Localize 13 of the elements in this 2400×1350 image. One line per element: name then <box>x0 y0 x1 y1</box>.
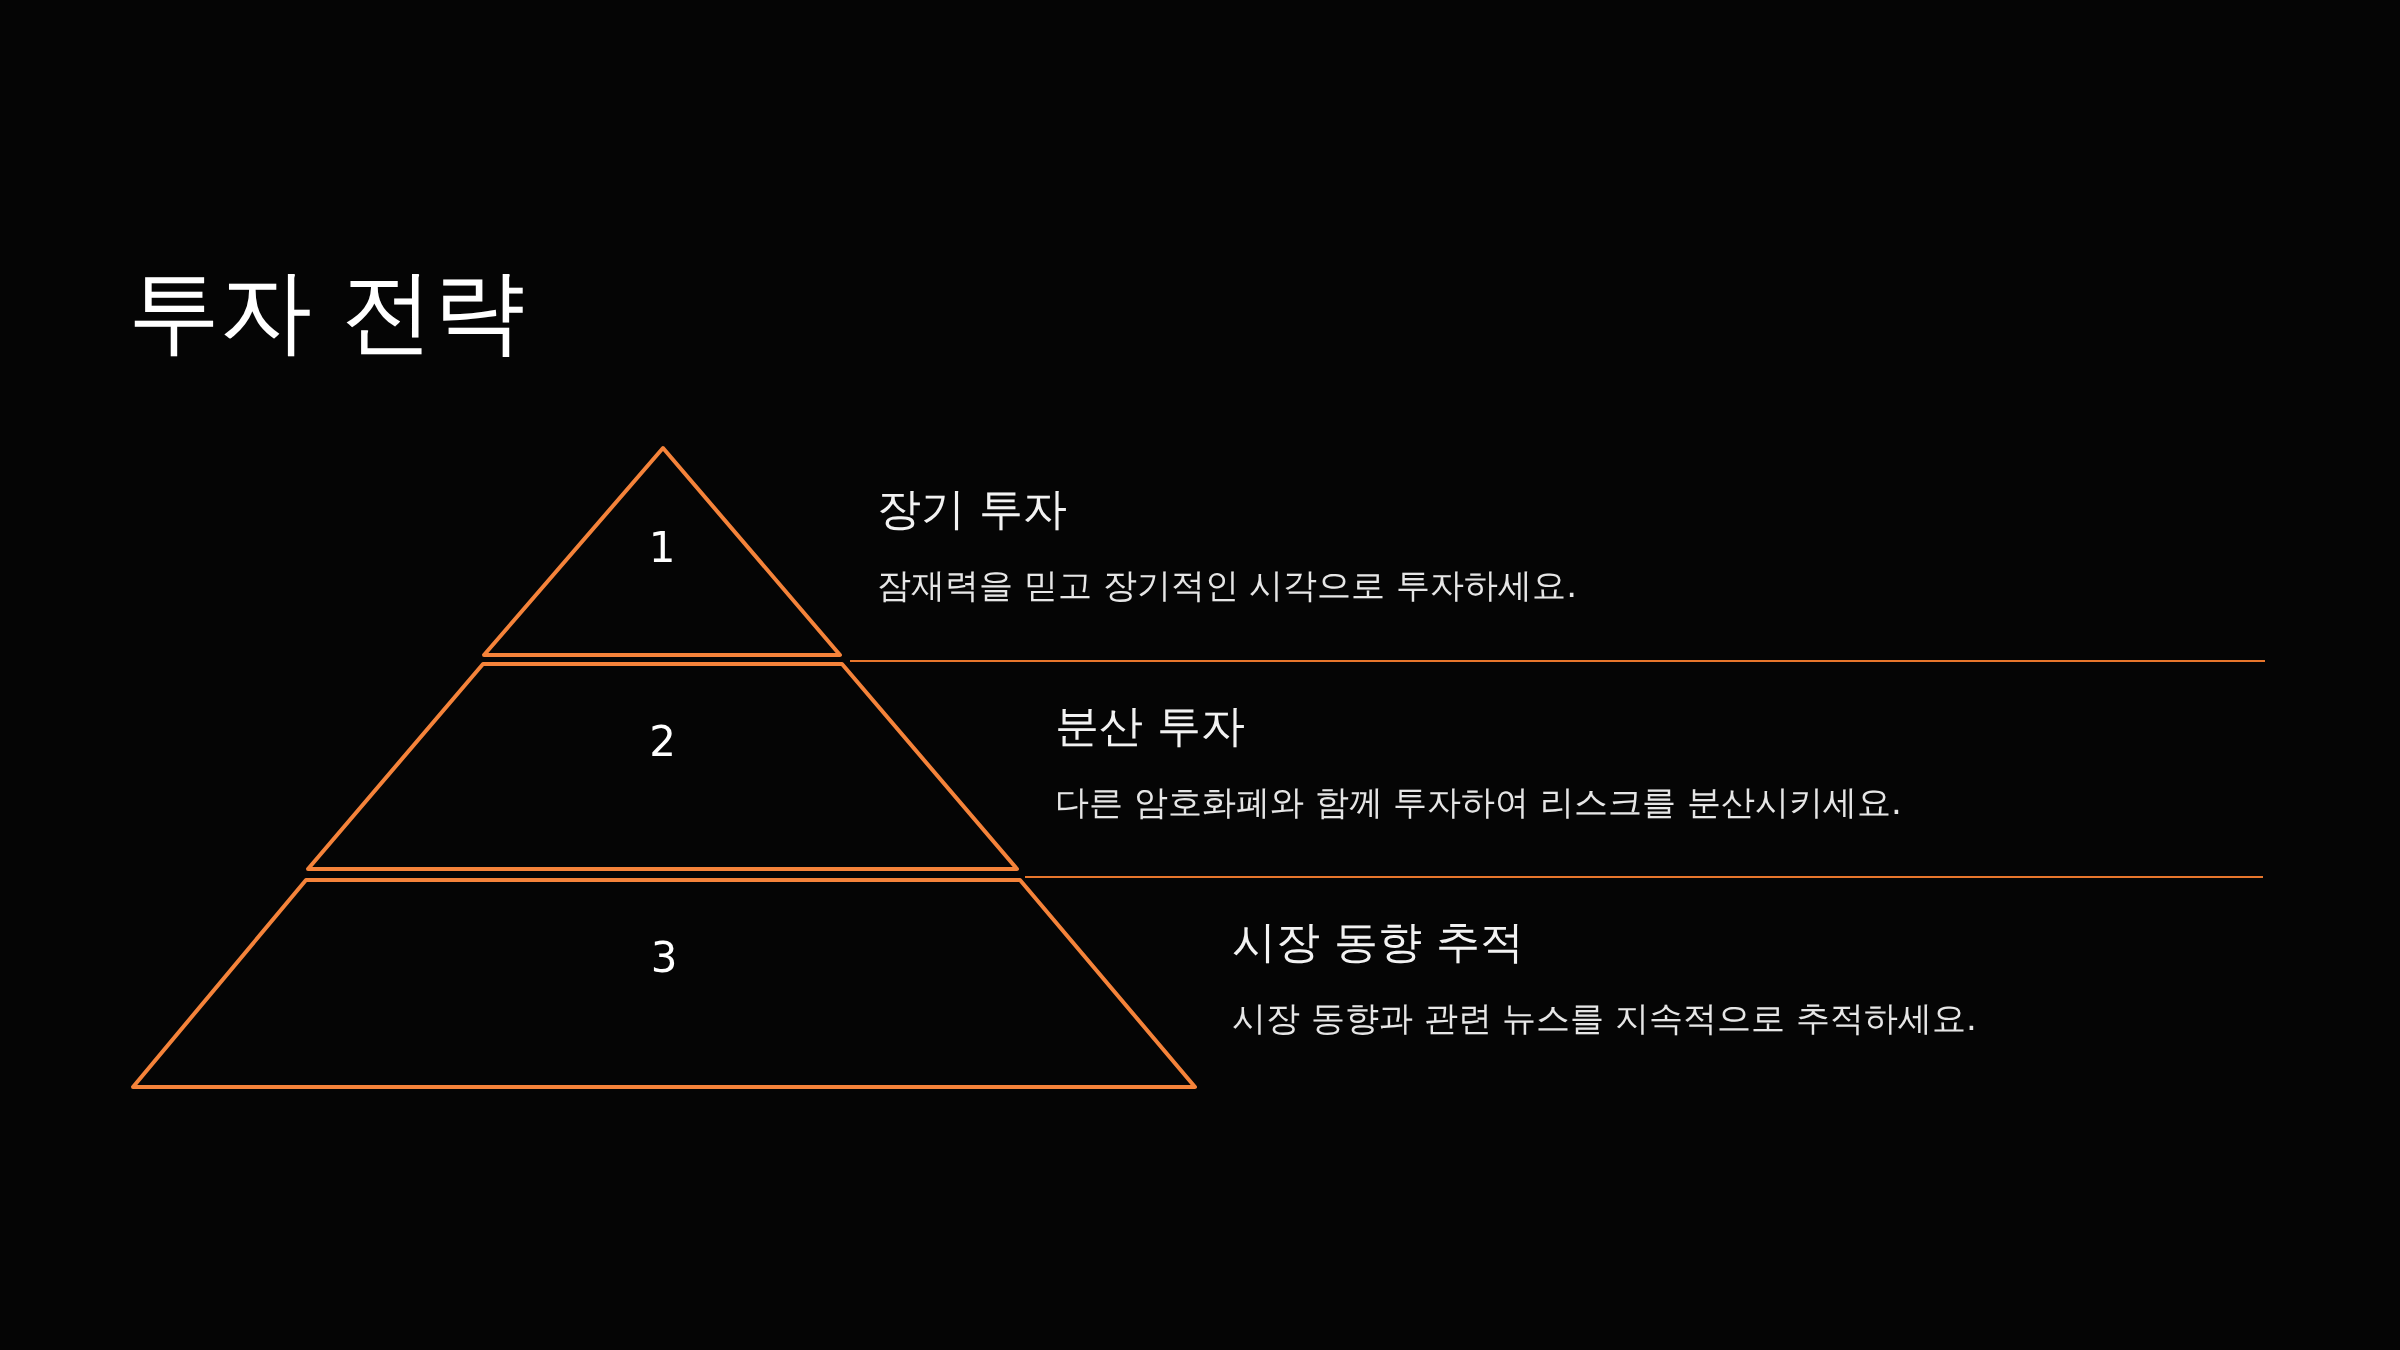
tier-heading: 장기 투자 <box>877 482 1067 536</box>
tier-number: 2 <box>648 717 677 766</box>
slide-title: 투자 전략 <box>128 257 526 367</box>
tier-heading: 분산 투자 <box>1055 699 1245 753</box>
pyramid-top-tier <box>482 448 842 658</box>
pyramid-tier <box>130 878 1198 1090</box>
tier-description: 다른 암호화폐와 함께 투자하여 리스크를 분산시키세요. <box>1055 781 1902 824</box>
pyramid-tier <box>305 662 1020 872</box>
tier-number: 3 <box>649 933 679 982</box>
tier-description: 잠재력을 믿고 장기적인 시각으로 투자하세요. <box>877 564 1578 607</box>
tier-heading: 시장 동향 추적 <box>1232 915 1524 969</box>
tier-number: 1 <box>647 523 677 572</box>
tier-description: 시장 동향과 관련 뉴스를 지속적으로 추적하세요. <box>1232 997 1977 1040</box>
